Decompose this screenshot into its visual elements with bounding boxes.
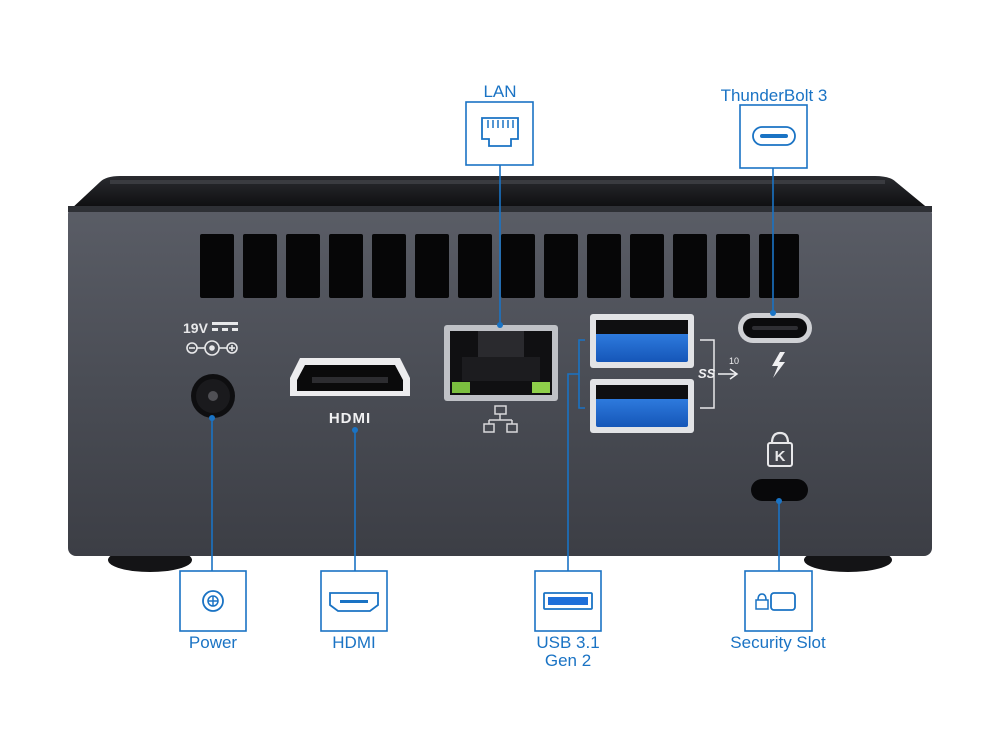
thunderbolt-label: ThunderBolt 3 <box>720 86 828 105</box>
svg-text:K: K <box>775 448 786 465</box>
lan-port <box>444 325 558 433</box>
lan-label: LAN <box>483 82 517 101</box>
power-icon <box>179 570 247 632</box>
thunderbolt-port <box>738 313 812 378</box>
hdmi-icon <box>320 570 388 632</box>
hdmi-port: HDMI <box>290 358 410 427</box>
lan-icon <box>465 101 534 166</box>
lid-highlight <box>110 180 885 184</box>
vent-grille <box>200 234 799 298</box>
usb-label-line1: USB 3.1 <box>536 633 600 652</box>
thunderbolt-symbol <box>772 352 785 378</box>
polarity-icon <box>186 340 238 356</box>
security-slot: K <box>751 431 808 501</box>
superspeed-marking: SS <box>698 366 716 381</box>
callout-lines <box>211 165 780 571</box>
hdmi-label: HDMI <box>332 633 376 652</box>
usb-ports: SS 10 <box>590 314 739 433</box>
power-port: 19V <box>183 320 238 418</box>
power-label: Power <box>188 633 238 652</box>
voltage-marking: 19V <box>183 320 209 336</box>
usb-icon <box>534 570 602 632</box>
usb-label-line2: Gen 2 <box>544 651 592 670</box>
thunderbolt-port-icon <box>739 104 808 169</box>
lock-symbol <box>770 431 790 444</box>
usb-speed-marking: 10 <box>729 356 739 366</box>
security-slot-label: Security Slot <box>730 633 826 652</box>
lock-icon <box>744 570 813 632</box>
network-symbol <box>483 405 518 433</box>
hdmi-marking: HDMI <box>329 410 371 427</box>
